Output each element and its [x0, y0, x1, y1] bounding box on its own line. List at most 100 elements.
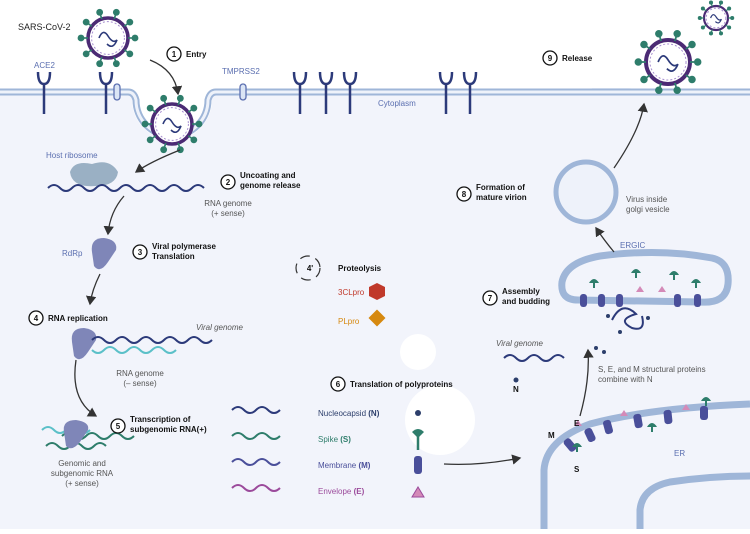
- step-number: 2: [226, 178, 231, 187]
- ergic-membrane: [558, 248, 732, 306]
- step-number-circle: [330, 376, 346, 392]
- step-number-circle: [482, 290, 498, 306]
- step-label: Proteolysis: [338, 264, 382, 273]
- rdrp-replicating: [71, 328, 97, 360]
- step-number: 5: [116, 422, 121, 431]
- protein-envelope: Envelope (E): [318, 487, 365, 496]
- step-number-circle: [132, 244, 148, 260]
- step-label: Formation of: [476, 183, 525, 192]
- tmprss2-label: TMPRSS2: [222, 67, 260, 76]
- arrow-to-er: [443, 454, 522, 466]
- step-number: 3: [138, 248, 143, 257]
- proteolysis-cycle-icon: [295, 255, 321, 281]
- step-label: genome release: [240, 181, 301, 190]
- e-label: E: [574, 419, 580, 428]
- rna-genome-plus-label: (+ sense): [211, 209, 245, 218]
- step-number-circle: [110, 418, 126, 434]
- budding-nucleocapsid: [594, 307, 650, 354]
- golgi-vesicle: [553, 159, 619, 225]
- tmprss2-protease: [113, 83, 121, 101]
- rna-genome-plus-label: RNA genome: [204, 199, 252, 208]
- protein-membrane: Membrane (M): [318, 461, 371, 470]
- n-label: N: [513, 385, 519, 394]
- virus-particle-endosome: [141, 94, 203, 154]
- protein-spike: Spike (S): [318, 435, 351, 444]
- genomic-subgenomic-label: (+ sense): [65, 479, 99, 488]
- golgi-note: golgi vesicle: [626, 205, 670, 214]
- bubble-decor: [400, 334, 436, 370]
- step-label: Transcription of: [130, 415, 191, 424]
- step-label: Translation of polyproteins: [350, 380, 453, 389]
- step-number-circle: [166, 46, 182, 62]
- polyprotein-rnas: [231, 406, 281, 492]
- envelope-shape: [411, 486, 425, 498]
- genomic-subgenomic-label: subgenomic RNA: [51, 469, 114, 478]
- er-membrane-proteins: [563, 396, 712, 452]
- step-label: Release: [562, 54, 593, 63]
- er-membrane: [540, 400, 750, 529]
- arrow-golgi-to-release: [613, 102, 648, 169]
- virus-particle-release: [634, 30, 702, 94]
- ace2-label: ACE2: [34, 61, 55, 70]
- rna-genome-strand: [47, 184, 205, 192]
- arrow-entry: [149, 59, 183, 96]
- viral-genome-strand: [91, 336, 213, 344]
- step-9: 9 Release: [542, 50, 593, 66]
- arrow-to-transcription: [74, 359, 98, 417]
- ergic-label: ERGIC: [620, 241, 646, 250]
- step-label: RNA replication: [48, 314, 108, 323]
- step-label: mature virion: [476, 193, 527, 202]
- 3clpro-hexagon: [369, 283, 385, 300]
- step-6: 6 Translation of polyproteins: [330, 376, 453, 392]
- step-number-circle: [28, 310, 44, 326]
- step-label: Uncoating and: [240, 171, 296, 180]
- er-membrane-inner: [636, 472, 750, 529]
- step-number: 9: [548, 54, 553, 63]
- bubble-decor-2: [405, 385, 475, 455]
- arrow-er-to-ergic: [579, 348, 594, 417]
- protease-plpro: PLpro: [338, 317, 360, 326]
- nucleocapsid-shape: [415, 410, 421, 416]
- rdrp-transcribing: [63, 420, 89, 449]
- step-number-circle: [220, 174, 236, 190]
- step-label: and budding: [502, 297, 550, 306]
- step-label: subgenomic RNA(+): [130, 425, 207, 434]
- genomic-subgenomic-label: Genomic and: [58, 459, 106, 468]
- step-number: 1: [172, 50, 177, 59]
- step-1: 1 Entry: [166, 46, 207, 62]
- tmprss2-protease-2: [239, 83, 247, 101]
- er-label: ER: [674, 449, 685, 458]
- ergic-membrane-proteins: [580, 268, 702, 307]
- rdrp-polymerase: [91, 238, 117, 270]
- combine-note: combine with N: [598, 375, 653, 384]
- host-ribosome-label: Host ribosome: [46, 151, 98, 160]
- step-label: Entry: [186, 50, 207, 59]
- step-label: Translation: [152, 252, 195, 261]
- step-number-circle: [456, 186, 472, 202]
- rna-negative-strand: [91, 346, 177, 354]
- step-number: 7: [488, 294, 493, 303]
- step-label: Assembly: [502, 287, 540, 296]
- arrow-to-uncoating: [134, 149, 181, 173]
- protease-3clpro: 3CLpro: [338, 288, 365, 297]
- spike-shape: [412, 429, 424, 450]
- host-ribosome: [70, 162, 118, 187]
- step-number: 8: [462, 190, 467, 199]
- viral-genome-label: Viral genome: [196, 323, 244, 332]
- arrow-to-rdrp: [103, 195, 125, 236]
- rna-genome-minus-label: RNA genome: [116, 369, 164, 378]
- plpro-diamond: [368, 309, 386, 327]
- arrow-to-replication: [85, 273, 101, 306]
- virus-label: SARS-CoV-2: [18, 22, 71, 32]
- protein-nucleocapsid: Nucleocapsid (N): [318, 409, 380, 418]
- step-number: 6: [336, 380, 341, 389]
- golgi-note: Virus inside: [626, 195, 668, 204]
